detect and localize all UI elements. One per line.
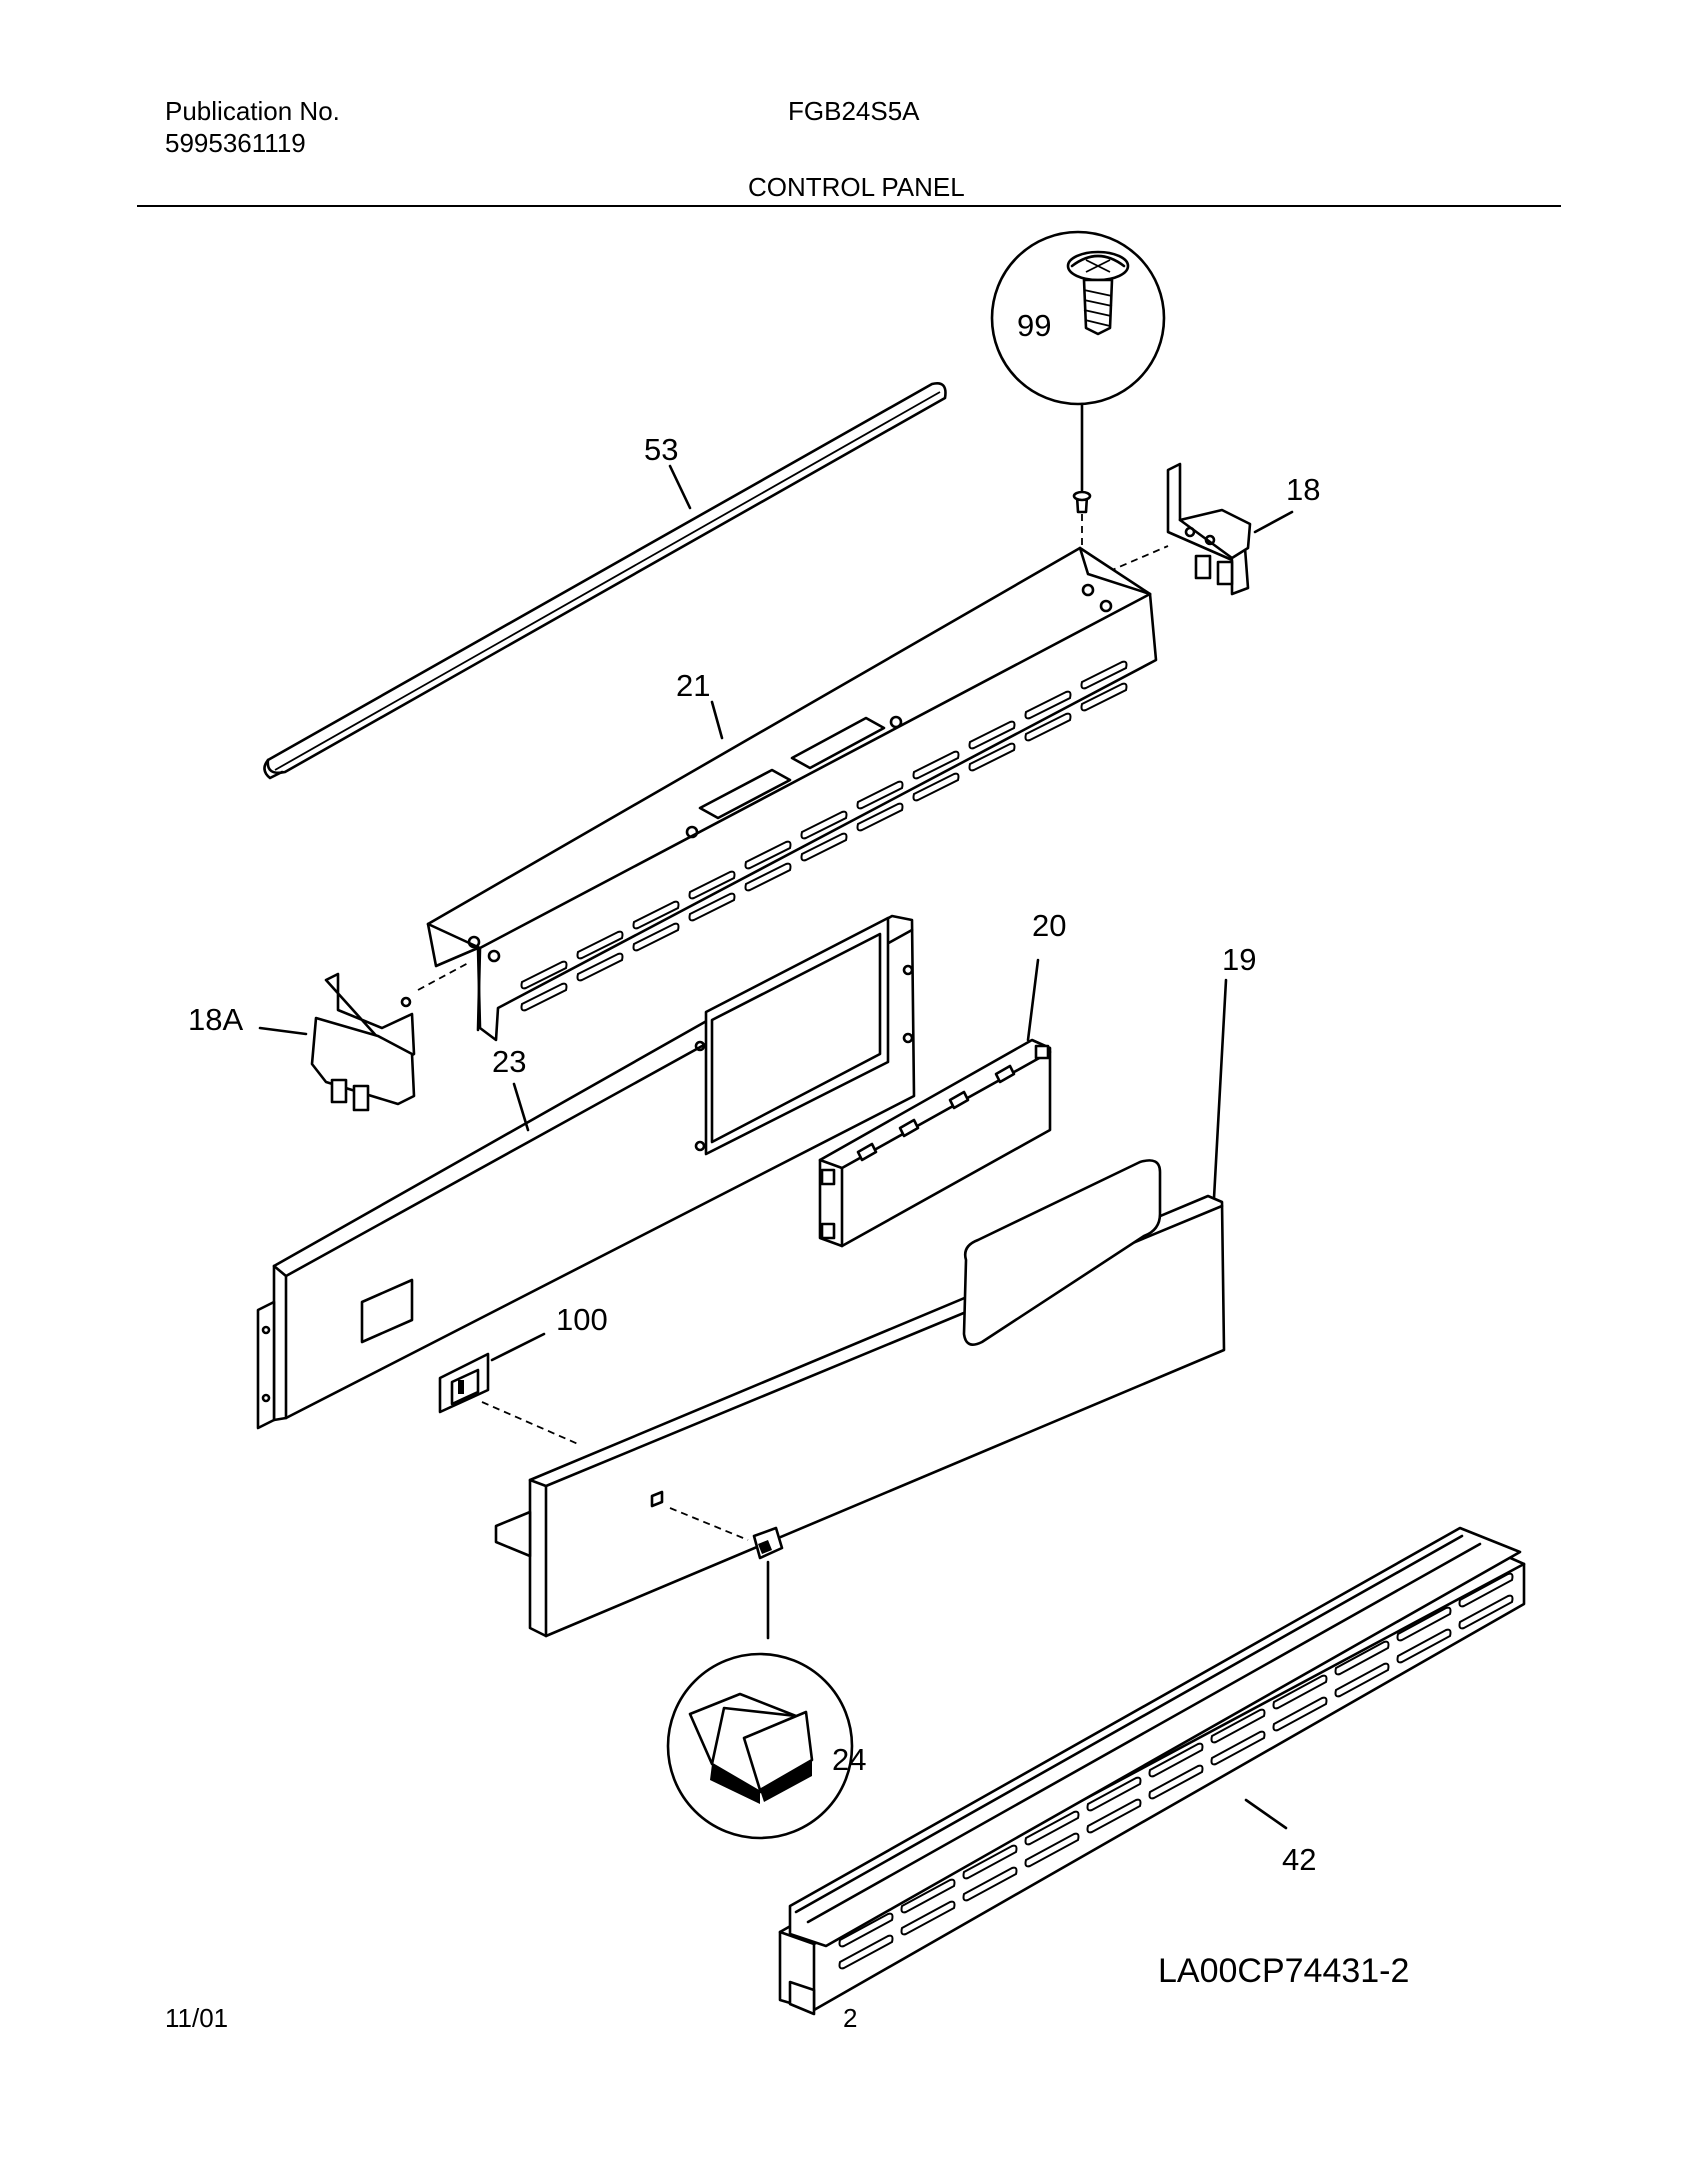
part-24-rocker-switch [666, 1507, 854, 1840]
vent-slot [1024, 1810, 1080, 1846]
vent-slot [1080, 660, 1128, 690]
part-23-rear-panel [256, 914, 916, 1430]
model-number: FGB24S5A [788, 96, 920, 126]
callout-42: 42 [1282, 1842, 1316, 1877]
callout-21: 21 [676, 668, 710, 703]
vent-slot [962, 1866, 1018, 1902]
vent-slot [1396, 1628, 1452, 1664]
vent-slot [1086, 1798, 1142, 1834]
vent-slot [838, 1912, 894, 1948]
callout-18A: 18A [188, 1002, 243, 1037]
callout-20: 20 [1032, 908, 1066, 943]
vent-slot [1148, 1742, 1204, 1778]
vent-slot [856, 780, 904, 810]
vent-slot [1024, 690, 1072, 720]
vent-slot [900, 1878, 956, 1914]
part-19-front-panel [494, 978, 1228, 1638]
part-100-switch-bezel [438, 1332, 579, 1445]
vent-slot [1080, 682, 1128, 712]
vent-slot [520, 982, 568, 1012]
vent-slot [1272, 1674, 1328, 1710]
vent-slot [1334, 1640, 1390, 1676]
vent-slot [1334, 1662, 1390, 1698]
vent-slot [1148, 1764, 1204, 1800]
vent-slot [968, 742, 1016, 772]
part-53-trim-strip [263, 382, 947, 780]
vent-slot [632, 900, 680, 930]
vent-slot [1086, 1776, 1142, 1812]
callout-23: 23 [492, 1044, 526, 1079]
publication-label: Publication No. [165, 96, 340, 126]
part-21-vented-panel [426, 546, 1158, 1042]
callout-19: 19 [1222, 942, 1256, 977]
vent-slot [800, 810, 848, 840]
footer-date: 11/01 [165, 2003, 229, 2033]
page-number: 2 [843, 2003, 858, 2033]
publication-number: 5995361119 [165, 128, 306, 158]
vent-slot [688, 870, 736, 900]
vent-slot [1458, 1594, 1514, 1630]
vent-slot [744, 862, 792, 892]
callout-99: 99 [1017, 308, 1051, 343]
vent-slot [856, 802, 904, 832]
vent-slot [968, 720, 1016, 750]
vent-slot [962, 1844, 1018, 1880]
callout-24: 24 [832, 1742, 866, 1777]
part-42-lower-vent-trim [778, 1526, 1526, 2016]
vent-slot [1210, 1730, 1266, 1766]
callout-53: 53 [644, 432, 678, 467]
vent-slot [1210, 1708, 1266, 1744]
vent-slot [1024, 712, 1072, 742]
section-title: CONTROL PANEL [748, 172, 965, 202]
vent-slot [688, 892, 736, 922]
figure-id: LA00CP74431-2 [1158, 1952, 1409, 1990]
vent-slot [1458, 1572, 1514, 1608]
vent-slot [1024, 1832, 1080, 1868]
part-20-control-module [818, 958, 1052, 1248]
vent-slot [576, 952, 624, 982]
vent-slot [1272, 1696, 1328, 1732]
part-18-right-bracket [1097, 462, 1294, 596]
callout-100: 100 [556, 1302, 608, 1337]
vent-slot [912, 750, 960, 780]
vent-slot [632, 922, 680, 952]
vent-slot [744, 840, 792, 870]
vent-slot [800, 832, 848, 862]
vent-slot [838, 1934, 894, 1970]
callout-18: 18 [1286, 472, 1320, 507]
vent-slot [900, 1900, 956, 1936]
part-18A-left-bracket [258, 961, 471, 1112]
vent-slot [520, 960, 568, 990]
part-99-screw-detail [990, 230, 1166, 565]
header-rule [137, 205, 1561, 207]
vent-slot [576, 930, 624, 960]
vent-slot [912, 772, 960, 802]
vent-slot [1396, 1606, 1452, 1642]
